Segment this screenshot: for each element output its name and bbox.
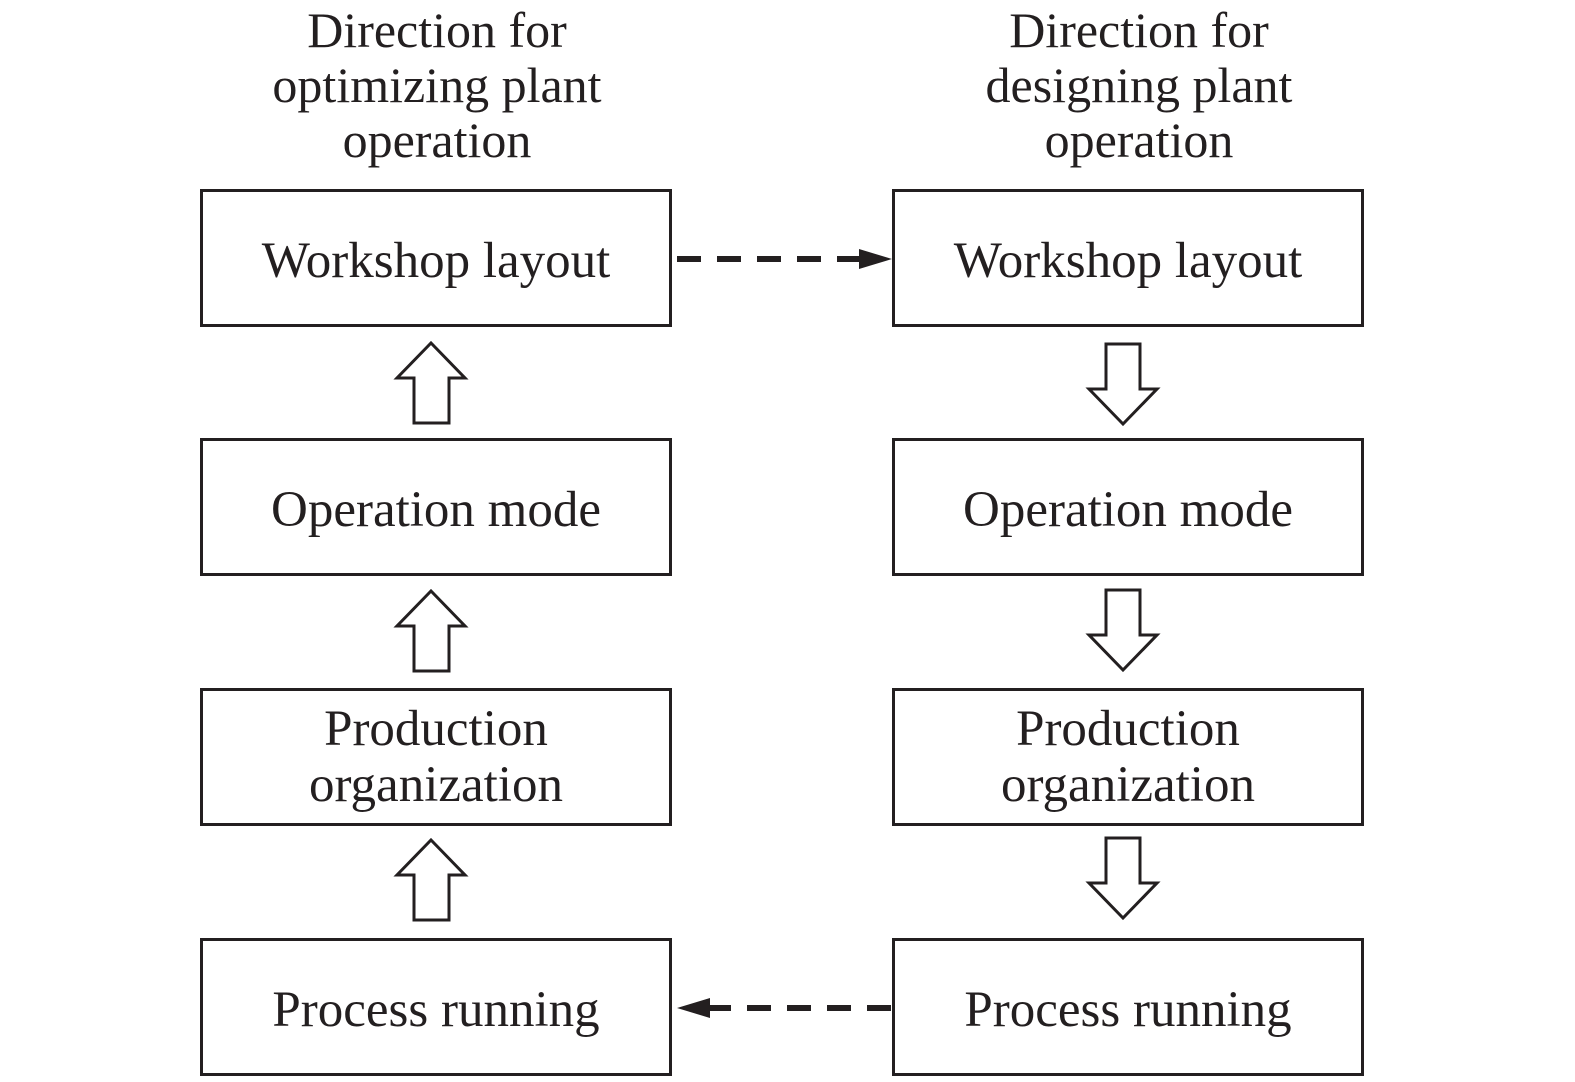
heading-designing-direction: Direction for designing plant operation [879, 3, 1399, 168]
box-label: organization [1001, 757, 1255, 813]
right-operation-mode-box: Operation mode [892, 438, 1364, 576]
right-workshop-layout-box: Workshop layout [892, 189, 1364, 327]
box-label: Production [1016, 701, 1240, 757]
box-label: Workshop layout [261, 233, 611, 289]
box-label: Process running [272, 982, 600, 1038]
box-label: Operation mode [271, 482, 601, 538]
left-operation-mode-box: Operation mode [200, 438, 672, 576]
dashed-arrow-left-icon [677, 998, 891, 1018]
heading-line: operation [342, 112, 532, 168]
heading-line: operation [1044, 112, 1234, 168]
down-arrow-icon [1085, 588, 1161, 673]
up-arrow-icon [393, 837, 469, 922]
up-arrow-icon [393, 340, 469, 425]
box-label: organization [309, 757, 563, 813]
box-label: Operation mode [963, 482, 1293, 538]
down-arrow-icon [1085, 342, 1161, 427]
dashed-arrow-right-icon [677, 249, 892, 269]
heading-line: optimizing plant [272, 57, 602, 113]
right-process-running-box: Process running [892, 938, 1364, 1076]
left-workshop-layout-box: Workshop layout [200, 189, 672, 327]
heading-line: designing plant [985, 57, 1293, 113]
heading-line: Direction for [1009, 2, 1269, 58]
left-process-running-box: Process running [200, 938, 672, 1076]
box-label: Process running [964, 982, 1292, 1038]
down-arrow-icon [1085, 836, 1161, 921]
heading-optimizing-direction: Direction for optimizing plant operation [177, 3, 697, 168]
heading-line: Direction for [307, 2, 567, 58]
box-label: Workshop layout [953, 233, 1303, 289]
right-production-organization-box: Production organization [892, 688, 1364, 826]
up-arrow-icon [393, 588, 469, 673]
box-label: Production [324, 701, 548, 757]
left-production-organization-box: Production organization [200, 688, 672, 826]
